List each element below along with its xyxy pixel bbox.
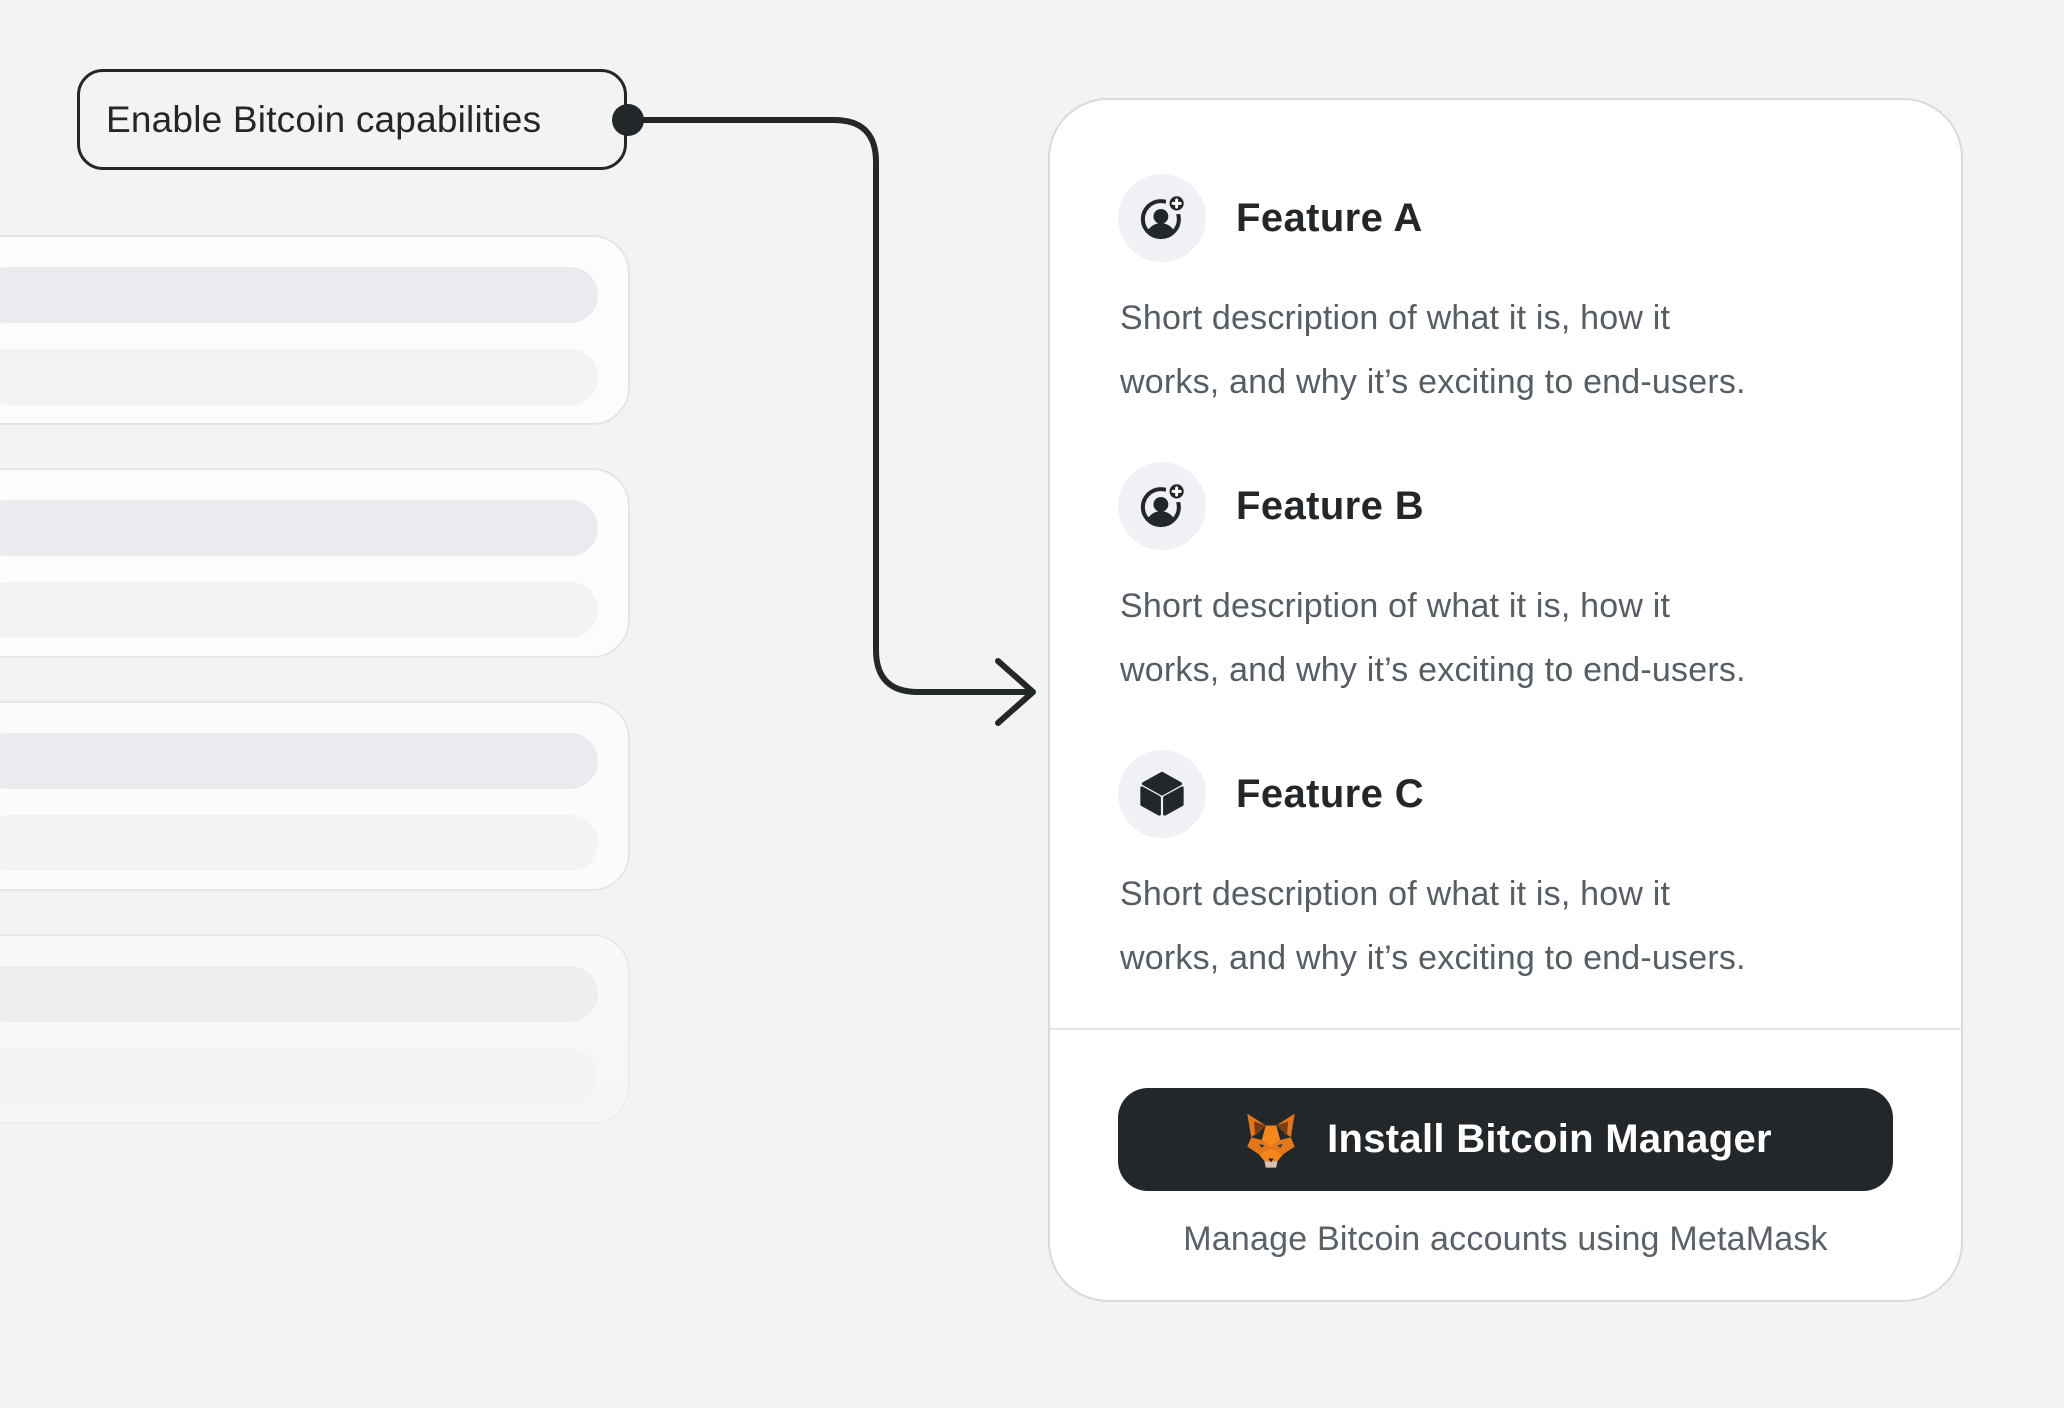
skeleton-bar	[0, 582, 598, 638]
install-button[interactable]: Install Bitcoin Manager	[1118, 1088, 1893, 1191]
skeleton-bar	[0, 966, 598, 1022]
metamask-fox-icon	[1247, 1113, 1295, 1168]
install-caption: Manage Bitcoin accounts using MetaMask	[1183, 1220, 1828, 1258]
feature-header: Feature A	[1118, 174, 1901, 262]
feature-header: Feature B	[1118, 462, 1901, 550]
user-add-icon	[1140, 192, 1188, 240]
skeleton-card	[0, 934, 630, 1124]
skeleton-bar	[0, 500, 598, 556]
annotation-label: Enable Bitcoin capabilities	[77, 69, 627, 170]
skeleton-panel	[0, 235, 630, 1400]
arrowhead-icon	[995, 658, 1036, 726]
feature-list: Feature A Short description of what it i…	[1050, 100, 1961, 990]
feature-description-line: Short description of what it is, how it	[1120, 299, 1671, 337]
feature-description-line: works, and why it’s exciting to end-user…	[1120, 651, 1746, 689]
feature-description-line: Short description of what it is, how it	[1120, 587, 1671, 625]
skeleton-bar	[0, 349, 598, 405]
cube-icon	[1140, 771, 1184, 816]
divider	[1050, 1028, 1961, 1030]
feature-description-line: Short description of what it is, how it	[1120, 875, 1671, 913]
skeleton-bar	[0, 267, 598, 323]
feature-icon	[1118, 174, 1206, 262]
skeleton-card	[0, 235, 630, 425]
panel-footer: Install Bitcoin Manager Manage Bitcoin a…	[1050, 1030, 1961, 1261]
feature-icon	[1118, 462, 1206, 550]
skeleton-card	[0, 1167, 630, 1357]
feature-icon	[1118, 750, 1206, 838]
feature-description-line: works, and why it’s exciting to end-user…	[1120, 939, 1746, 977]
feature-title: Feature A	[1236, 195, 1423, 240]
skeleton-bar	[0, 1281, 598, 1337]
skeleton-card	[0, 701, 630, 891]
feature-title: Feature B	[1236, 483, 1425, 528]
feature-panel: Feature A Short description of what it i…	[1048, 98, 1963, 1302]
install-button-label: Install Bitcoin Manager	[1327, 1117, 1772, 1161]
feature-description-line: works, and why it’s exciting to end-user…	[1120, 363, 1746, 401]
skeleton-bar	[0, 815, 598, 871]
feature-description: Short description of what it is, how it w…	[1120, 862, 1901, 990]
skeleton-bar	[0, 1048, 598, 1104]
feature-item: Feature B Short description of what it i…	[1118, 462, 1901, 702]
feature-item: Feature C Short description of what it i…	[1118, 750, 1901, 990]
feature-description: Short description of what it is, how it w…	[1120, 574, 1901, 702]
feature-title: Feature C	[1236, 771, 1425, 816]
feature-header: Feature C	[1118, 750, 1901, 838]
feature-description: Short description of what it is, how it w…	[1120, 286, 1901, 414]
annotation-label-text: Enable Bitcoin capabilities	[106, 98, 542, 140]
skeleton-card	[0, 468, 630, 658]
user-add-icon	[1140, 480, 1188, 528]
skeleton-bar	[0, 733, 598, 789]
feature-item: Feature A Short description of what it i…	[1118, 174, 1901, 414]
skeleton-bar	[0, 1199, 598, 1255]
